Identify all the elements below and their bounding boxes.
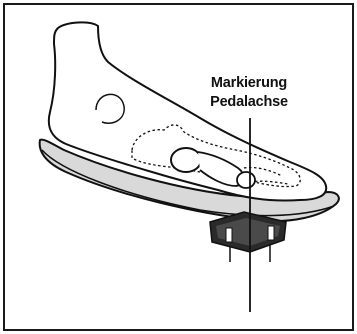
toe-tip-bone — [237, 172, 255, 188]
metatarsal-head — [171, 148, 201, 172]
annotation-line-1: Markierung — [194, 74, 304, 93]
cleat — [210, 212, 286, 262]
annotation-line-2: Pedalachse — [194, 93, 304, 112]
